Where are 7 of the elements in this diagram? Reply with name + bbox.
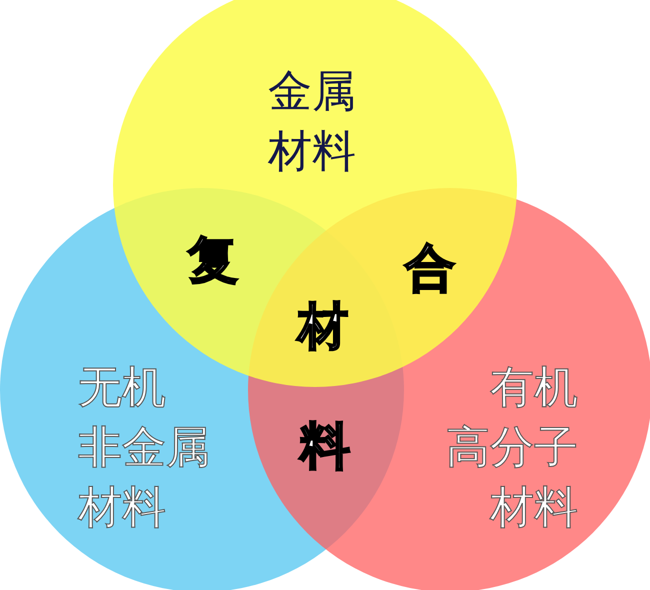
overlap-character: 复 [188, 232, 238, 288]
circle-label: 金属材料 [268, 65, 356, 179]
circle-label: 无机非金属材料 [78, 361, 210, 535]
overlap-character: 合 [405, 240, 455, 296]
overlap-character: 材 [298, 298, 348, 354]
circle-label: 有机高分子材料 [446, 361, 578, 535]
overlap-character: 料 [300, 418, 350, 474]
